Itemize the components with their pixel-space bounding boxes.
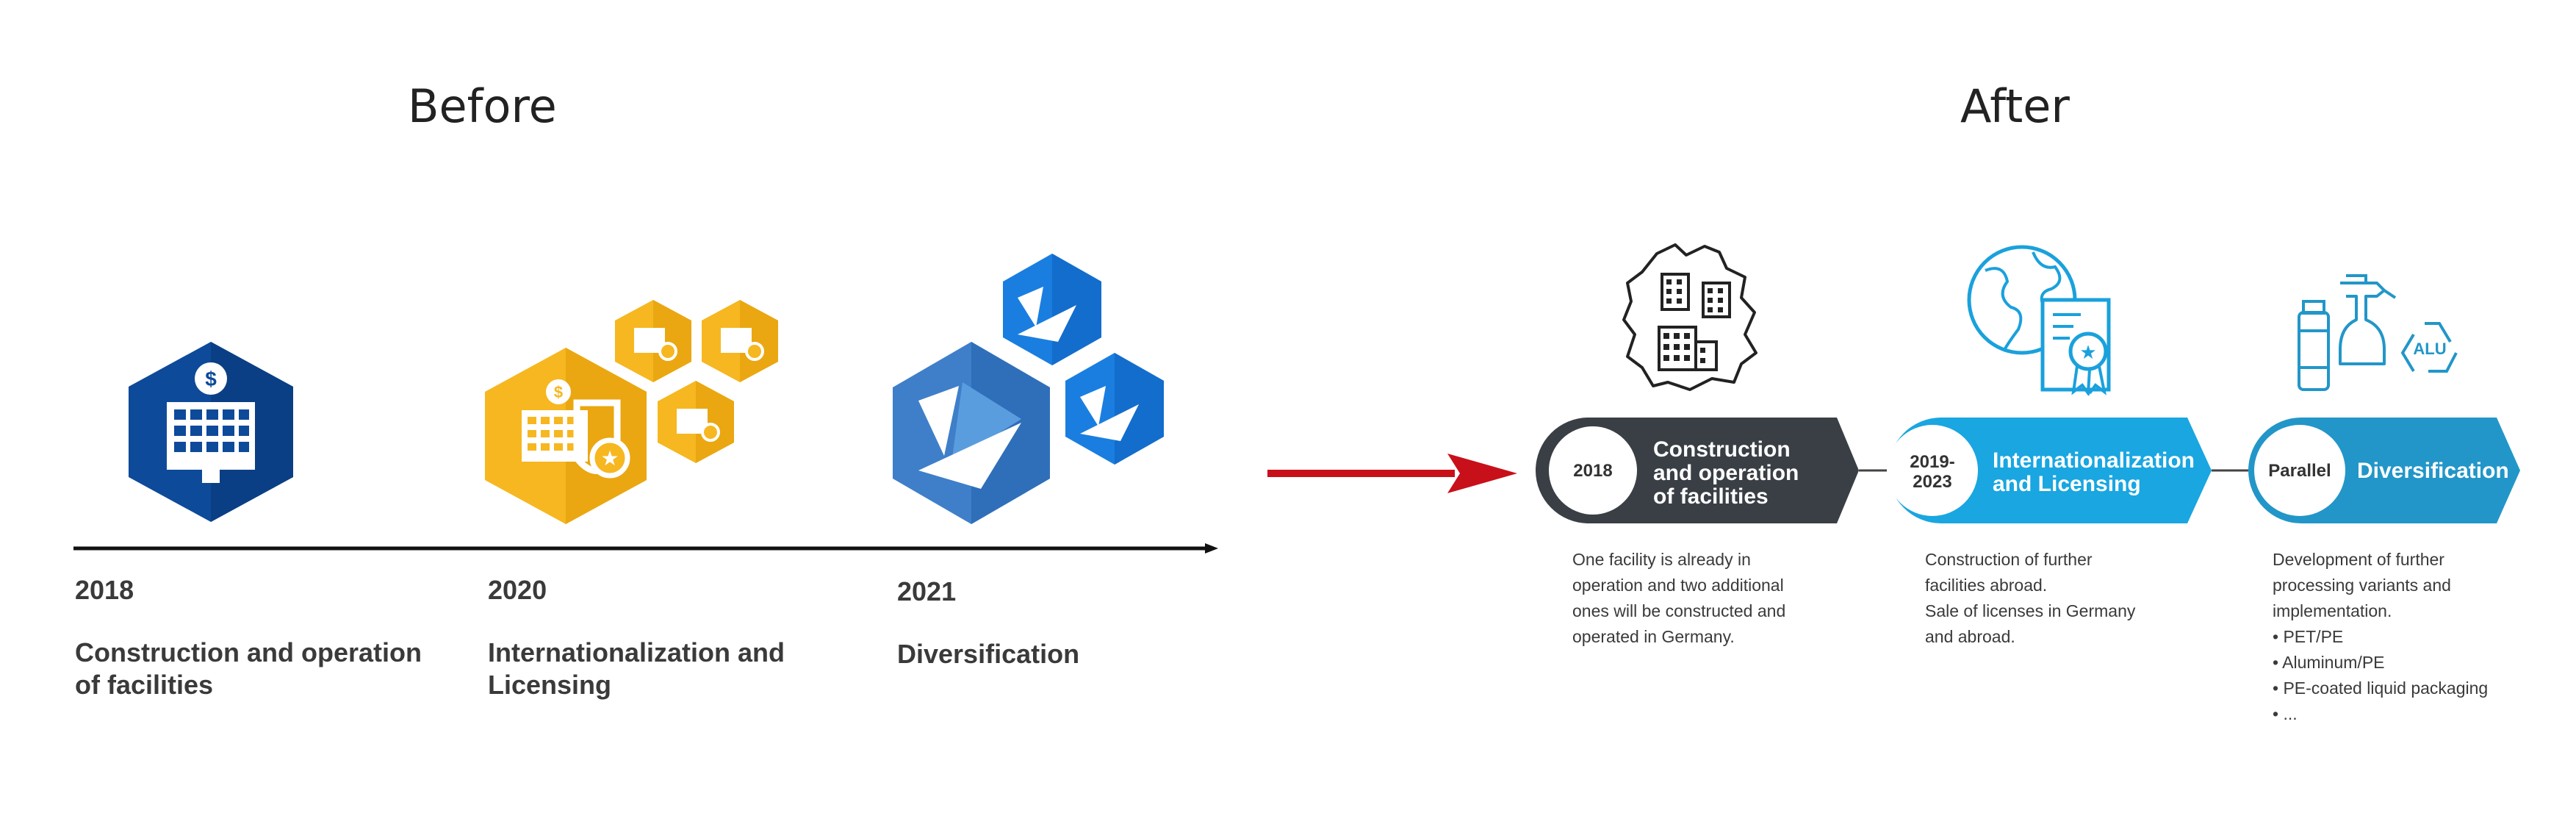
svg-text:★: ★: [600, 446, 619, 470]
alu-label: ALU: [2413, 340, 2446, 358]
step-description: One facility is already in operation and…: [1572, 550, 1786, 646]
step-description: Development of further processing varian…: [2273, 550, 2489, 723]
svg-text:★: ★: [2079, 342, 2096, 364]
germany-map-buildings-icon: [1622, 243, 1757, 391]
after-heading: After: [1960, 79, 2070, 133]
svg-text:$: $: [205, 368, 217, 390]
milestone-title: Internationalization and Licensing: [488, 637, 785, 700]
milestone-year: 2018: [75, 575, 134, 605]
diversification-hexagons-icon: [893, 254, 1164, 524]
step-title: Construction and operation of facilities: [1653, 437, 1799, 509]
transition-arrow-icon: [1267, 454, 1517, 493]
timeline-axis: [73, 543, 1218, 554]
step-title: Diversification: [2357, 459, 2509, 483]
step-year: 2019- 2023: [1910, 452, 1955, 492]
milestone-title: Construction and operation of facilities: [75, 637, 422, 700]
step-description: Construction of further facilities abroa…: [1925, 550, 2136, 646]
step-year: Parallel: [2268, 461, 2331, 481]
milestone-year: 2021: [897, 576, 957, 606]
process-pills: [1536, 418, 2520, 523]
step-year: 2018: [1573, 461, 1613, 481]
milestone-year: 2020: [488, 575, 547, 605]
svg-text:$: $: [554, 383, 563, 401]
bottles-recycling-icon: ALU: [2298, 274, 2458, 391]
step-title: Internationalization and Licensing: [1993, 448, 2195, 496]
licensing-hexagons-icon: $ ★: [485, 300, 778, 524]
milestone-title: Diversification: [897, 639, 1080, 669]
globe-certificate-icon: ★: [1967, 245, 2111, 395]
before-heading: Before: [408, 79, 557, 133]
facility-hexagon-icon: $: [129, 342, 293, 522]
